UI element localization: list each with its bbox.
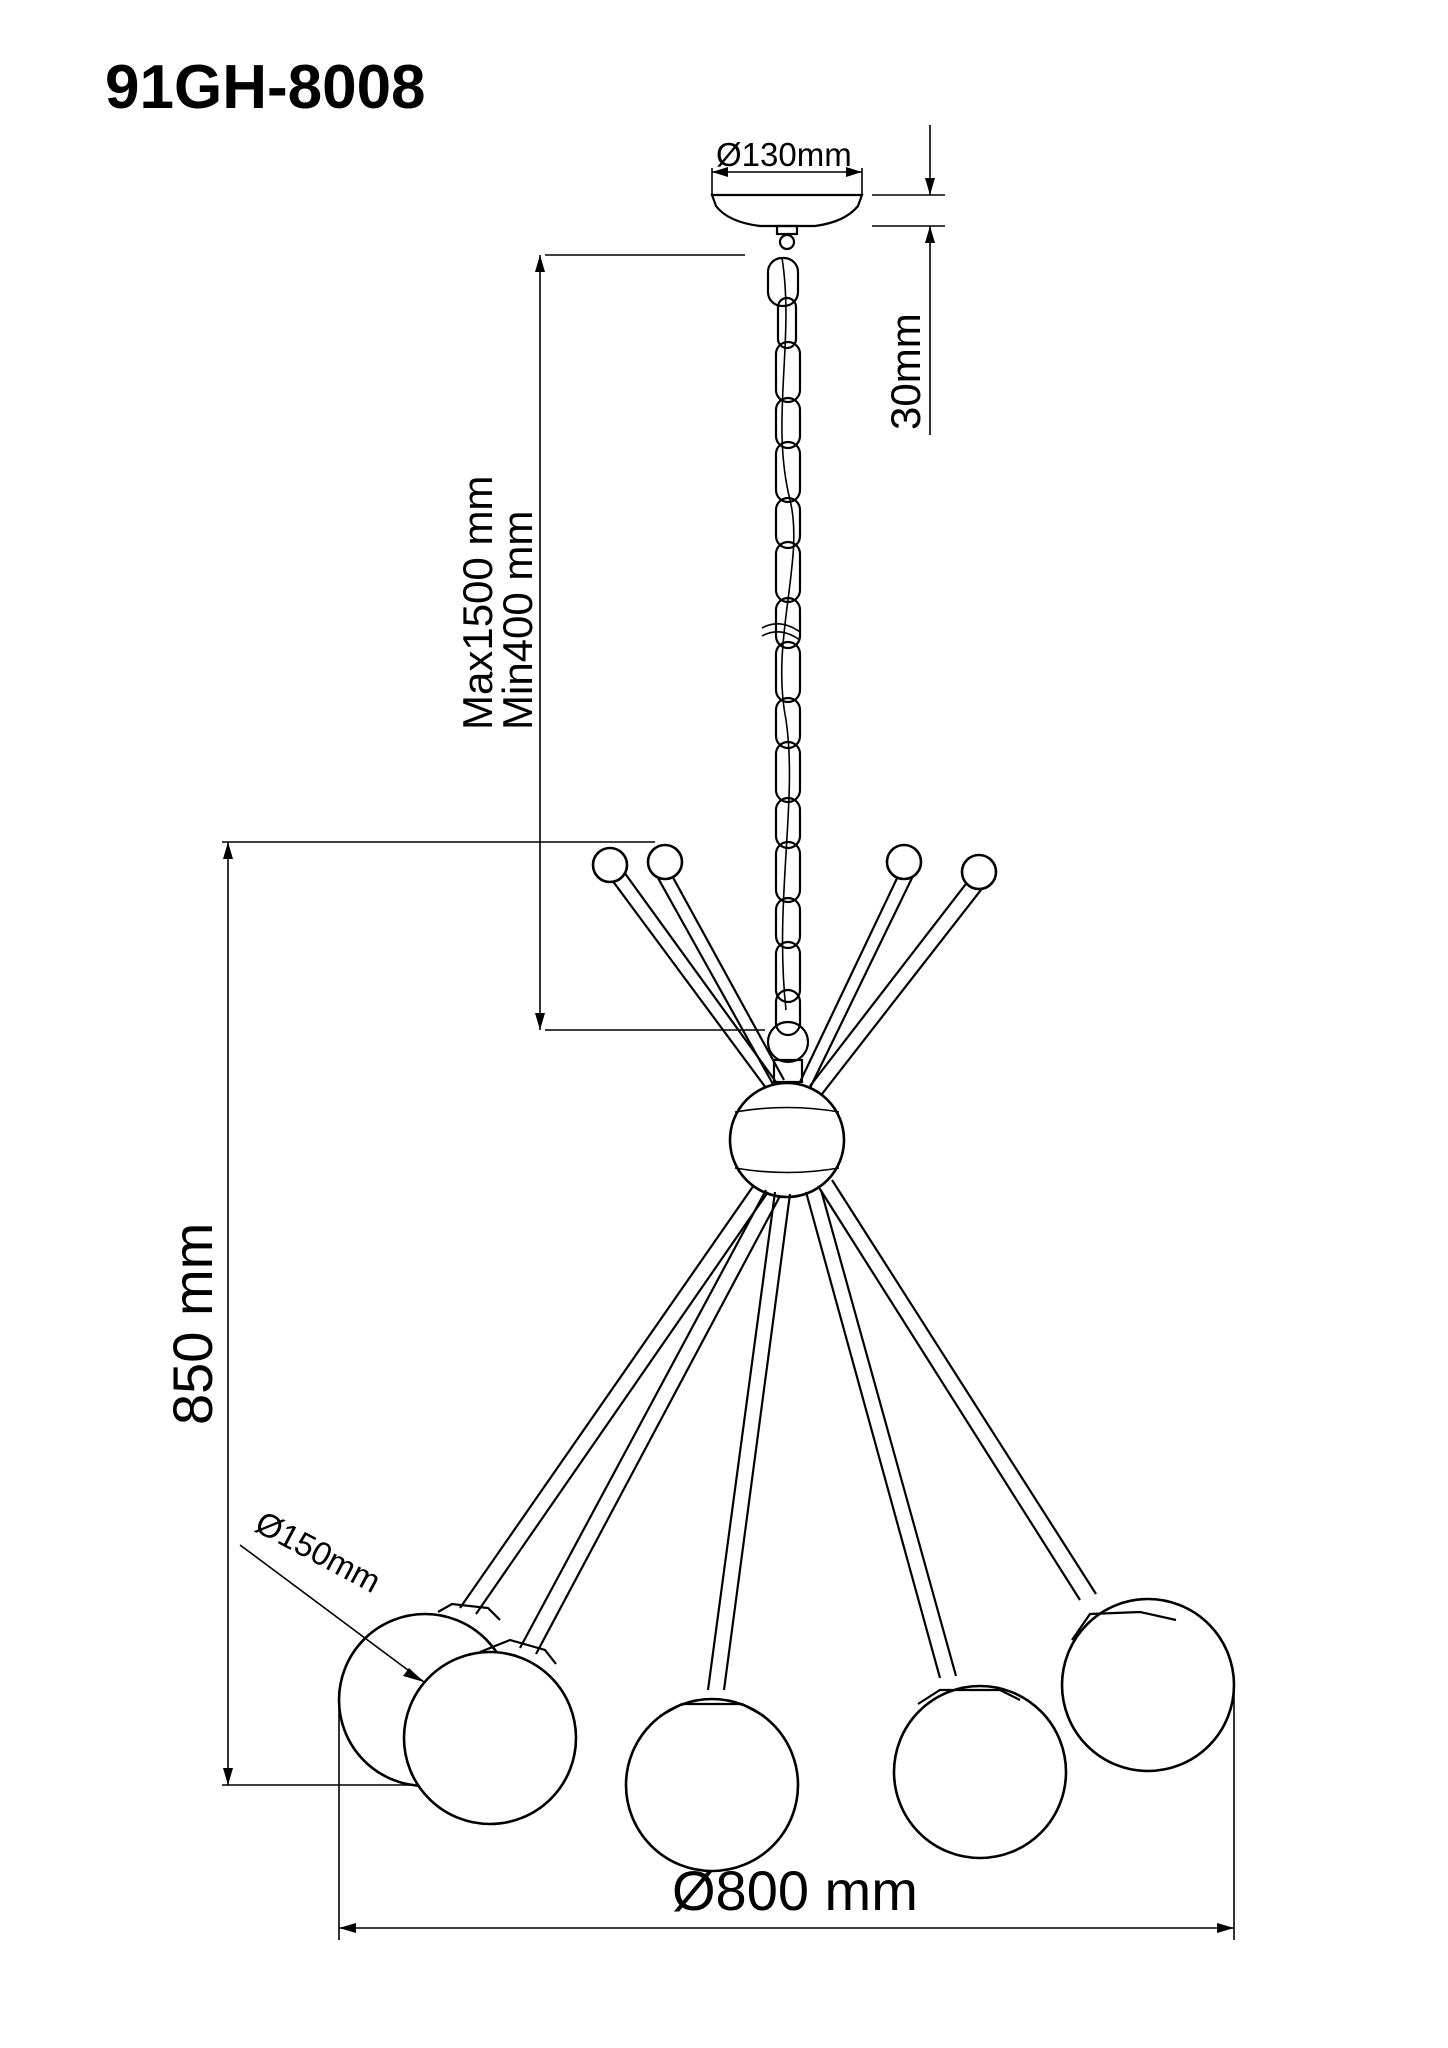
finial-ball-4: [960, 853, 998, 891]
upper-arms: [591, 843, 998, 1095]
canopy-height-dimension: 30mm: [872, 125, 945, 435]
overall-diameter-dimension: Ø800 mm: [338, 1685, 1235, 1940]
central-hub: [728, 1081, 846, 1199]
globes: [337, 1597, 1236, 1873]
canopy-height-label: 30mm: [882, 313, 929, 430]
overall-diameter-label: Ø800 mm: [672, 1859, 918, 1922]
lower-arms: [459, 1179, 1097, 1691]
chain-max-label: Max1500 mm: [454, 476, 501, 730]
chain-min-label: Min400 mm: [494, 511, 541, 730]
globe-2: [402, 1638, 578, 1826]
finial-ball-3: [885, 843, 923, 881]
chain-length-dimension: Max1500 mm Min400 mm: [454, 254, 765, 1031]
canopy-diameter-dimension: Ø130mm: [711, 136, 863, 195]
body-height-dimension: 850 mm: [161, 841, 655, 1786]
finial-ball-2: [646, 843, 684, 881]
globe-diameter-label: Ø150mm: [250, 1504, 387, 1600]
globe-4: [892, 1684, 1068, 1860]
globe-5: [1060, 1597, 1236, 1773]
body-height-label: 850 mm: [161, 1223, 224, 1425]
ceiling-canopy: [710, 193, 864, 251]
globe-3: [624, 1697, 800, 1873]
canopy-diameter-label: Ø130mm: [716, 136, 852, 173]
model-number-title: 91GH-8008: [105, 53, 426, 122]
suspension-chain: [761, 256, 810, 1084]
finial-ball-1: [591, 846, 629, 884]
